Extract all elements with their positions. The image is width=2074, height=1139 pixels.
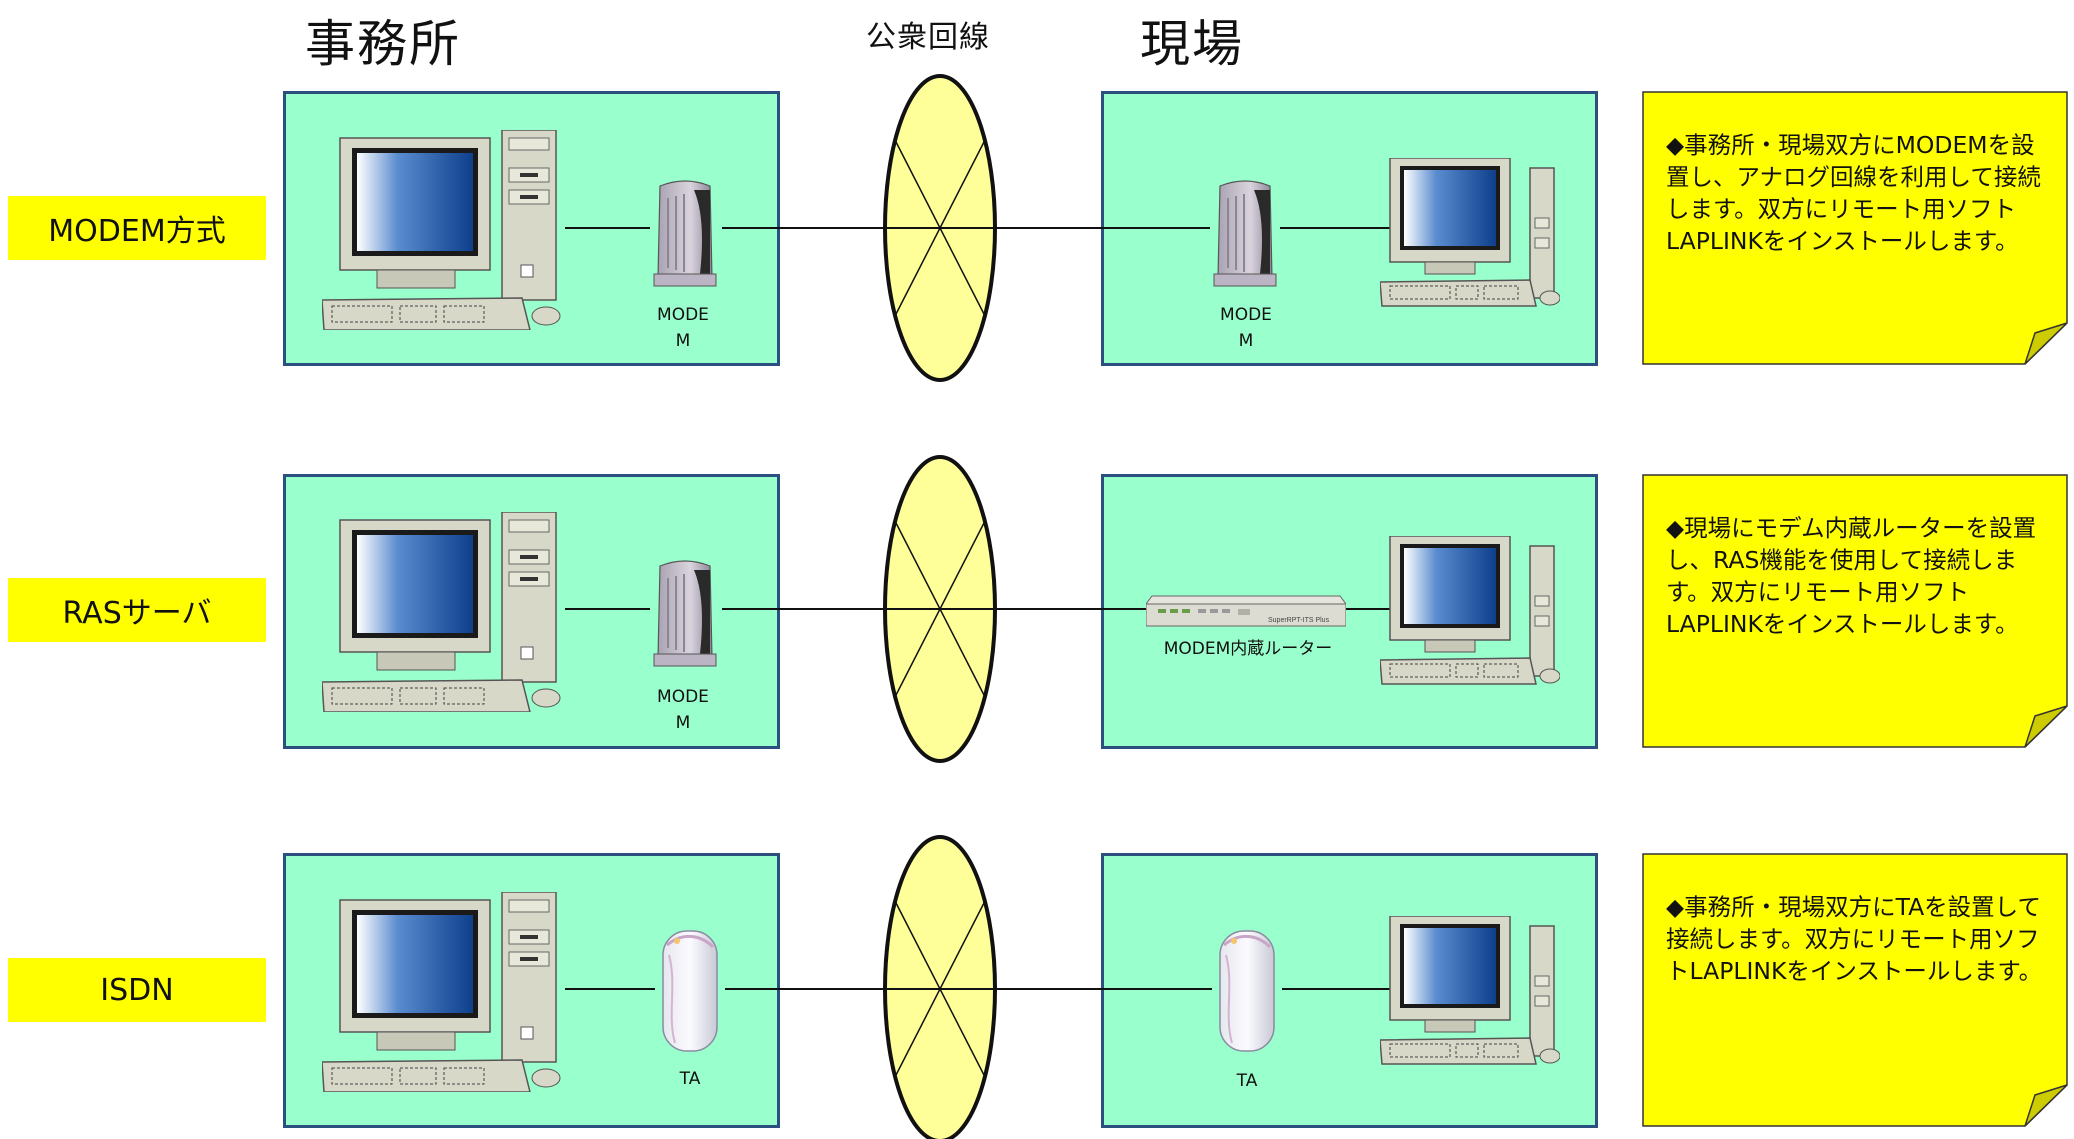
note-text: ◆事務所・現場双方にTAを設置して接続します。双方にリモート用ソフトLAPLIN… — [1666, 893, 2043, 985]
ta-terminal-adapter-icon — [661, 929, 719, 1053]
monitor-icon — [1380, 536, 1560, 685]
desktop-computer-icon — [322, 130, 561, 330]
router-tag: SuperRPT-ITS Plus — [1268, 617, 1330, 624]
modem-icon — [1213, 180, 1277, 287]
desktop-computer-icon — [322, 512, 561, 712]
router-label: MODEM内蔵ルーター — [1163, 639, 1333, 659]
header-site: 現場 — [1140, 15, 1244, 73]
row-label-isdn: ISDN — [8, 958, 266, 1022]
row-label-modem: MODEM方式 — [8, 196, 266, 260]
desktop-computer-icon — [322, 892, 561, 1092]
office-ta-label: TA — [679, 1069, 701, 1089]
monitor-icon — [1380, 916, 1560, 1065]
header-public-line: 公衆回線 — [866, 20, 990, 55]
note-text: ◆事務所・現場双方にMODEMを設置し、アナログ回線を利用して接続します。双方に… — [1666, 131, 2041, 255]
note-isdn: ◆事務所・現場双方にTAを設置して接続します。双方にリモート用ソフトLAPLIN… — [1642, 853, 2068, 1127]
note-ras: ◆現場にモデム内蔵ルーターを設置し、RAS機能を使用して接続します。双方にリモー… — [1642, 474, 2068, 748]
site-ta-label: TA — [1236, 1071, 1258, 1091]
monitor-icon — [1380, 158, 1560, 307]
modem-icon — [653, 560, 717, 667]
note-modem: ◆事務所・現場双方にMODEMを設置し、アナログ回線を利用して接続します。双方に… — [1642, 91, 2068, 365]
site-panel-isdn — [1101, 853, 1598, 1128]
header-office: 事務所 — [305, 15, 461, 73]
ta-terminal-adapter-icon — [1218, 929, 1276, 1053]
modem-icon — [653, 180, 717, 287]
note-text: ◆現場にモデム内蔵ルーターを設置し、RAS機能を使用して接続します。双方にリモー… — [1666, 514, 2037, 638]
row-label-ras: RASサーバ — [8, 578, 266, 642]
